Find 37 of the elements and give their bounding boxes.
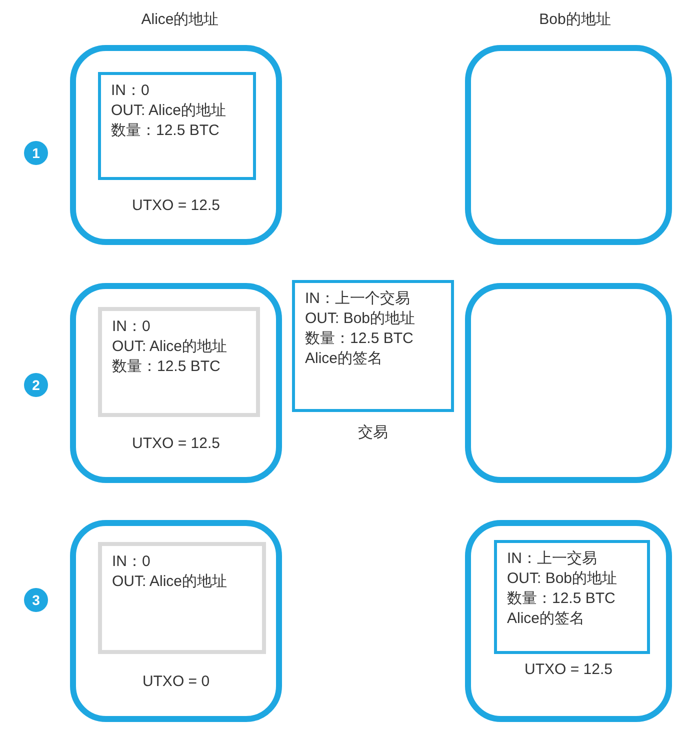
field-text: Alice的签名 bbox=[507, 609, 586, 629]
field-text: 数量：12.5 BTC bbox=[111, 121, 220, 141]
transaction-box bbox=[98, 72, 256, 180]
transaction-box bbox=[98, 542, 266, 654]
field-text: OUT: Alice的地址 bbox=[112, 337, 228, 357]
field-text: OUT: Bob的地址 bbox=[305, 309, 416, 329]
utxo-text: UTXO = 12.5 bbox=[131, 196, 221, 216]
field-text: OUT: Alice的地址 bbox=[111, 101, 228, 121]
node-label: 交易 bbox=[357, 423, 389, 443]
field-text: IN：0 bbox=[111, 81, 150, 101]
column-heading: Alice的地址 bbox=[140, 10, 220, 30]
address-box bbox=[465, 520, 672, 722]
field-text: IN：上一个交易 bbox=[305, 289, 411, 309]
field-text: IN：上一交易 bbox=[507, 549, 598, 569]
step-number-badge: 3 bbox=[24, 588, 48, 612]
field-text: OUT: Alice的地址 bbox=[112, 572, 228, 592]
transaction-box bbox=[494, 540, 650, 654]
utxo-text: UTXO = 12.5 bbox=[524, 660, 614, 680]
transaction-box bbox=[292, 280, 454, 412]
address-box bbox=[70, 520, 282, 722]
step-number-badge: 1 bbox=[24, 141, 48, 165]
address-box bbox=[70, 283, 282, 483]
address-box bbox=[465, 45, 672, 245]
field-text: OUT: Bob的地址 bbox=[507, 569, 618, 589]
column-heading: Bob的地址 bbox=[538, 10, 612, 30]
step-number-badge: 2 bbox=[24, 373, 48, 397]
transaction-box bbox=[98, 307, 260, 417]
field-text: 数量：12.5 BTC bbox=[507, 589, 616, 609]
field-text: IN：0 bbox=[112, 317, 152, 337]
address-box bbox=[70, 45, 282, 245]
field-text: IN：0 bbox=[112, 552, 152, 572]
utxo-text: UTXO = 0 bbox=[141, 672, 211, 692]
field-text: 数量：12.5 BTC bbox=[305, 329, 414, 349]
field-text: Alice的签名 bbox=[305, 349, 384, 369]
address-box bbox=[465, 283, 672, 483]
field-text: 数量：12.5 BTC bbox=[112, 357, 222, 377]
utxo-text: UTXO = 12.5 bbox=[131, 434, 221, 454]
